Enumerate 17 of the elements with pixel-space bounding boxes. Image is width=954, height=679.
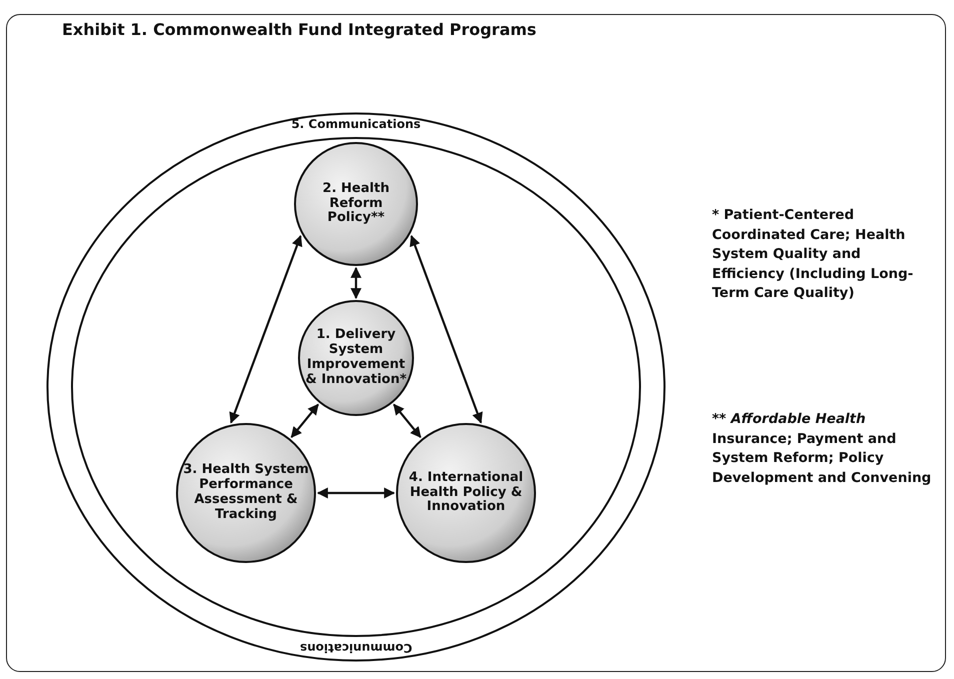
double-arrow (393, 404, 422, 438)
ring-label: 5. Communications (291, 117, 421, 131)
program-label: 4. International Health Policy & Innovation (408, 470, 524, 516)
title: Exhibit 1. Commonwealth Fund Integrated Programs (62, 20, 536, 39)
ring-label: Communications (300, 641, 412, 655)
footnote: * Patient-Centered Coordinated Care; Health System Quality and Efficiency (Including Long-Term Care Quality) (712, 206, 914, 304)
communications-ring (46, 112, 666, 662)
double-arrow (229, 234, 302, 424)
double-arrow (316, 488, 396, 498)
program-label: 3. Health System Performance Assessment & Tracking (183, 463, 309, 523)
program-label: 2. Health Reform Policy** (322, 182, 390, 226)
program-circle (294, 142, 418, 266)
double-arrow (410, 234, 483, 424)
double-arrow (290, 404, 319, 438)
double-arrow (350, 266, 362, 300)
program-label: 1. Delivery System Improvement & Innovation* (305, 328, 407, 388)
footnote: ** Affordable Health Insurance; Payment and System Reform; Policy Development and Convening (712, 410, 932, 488)
